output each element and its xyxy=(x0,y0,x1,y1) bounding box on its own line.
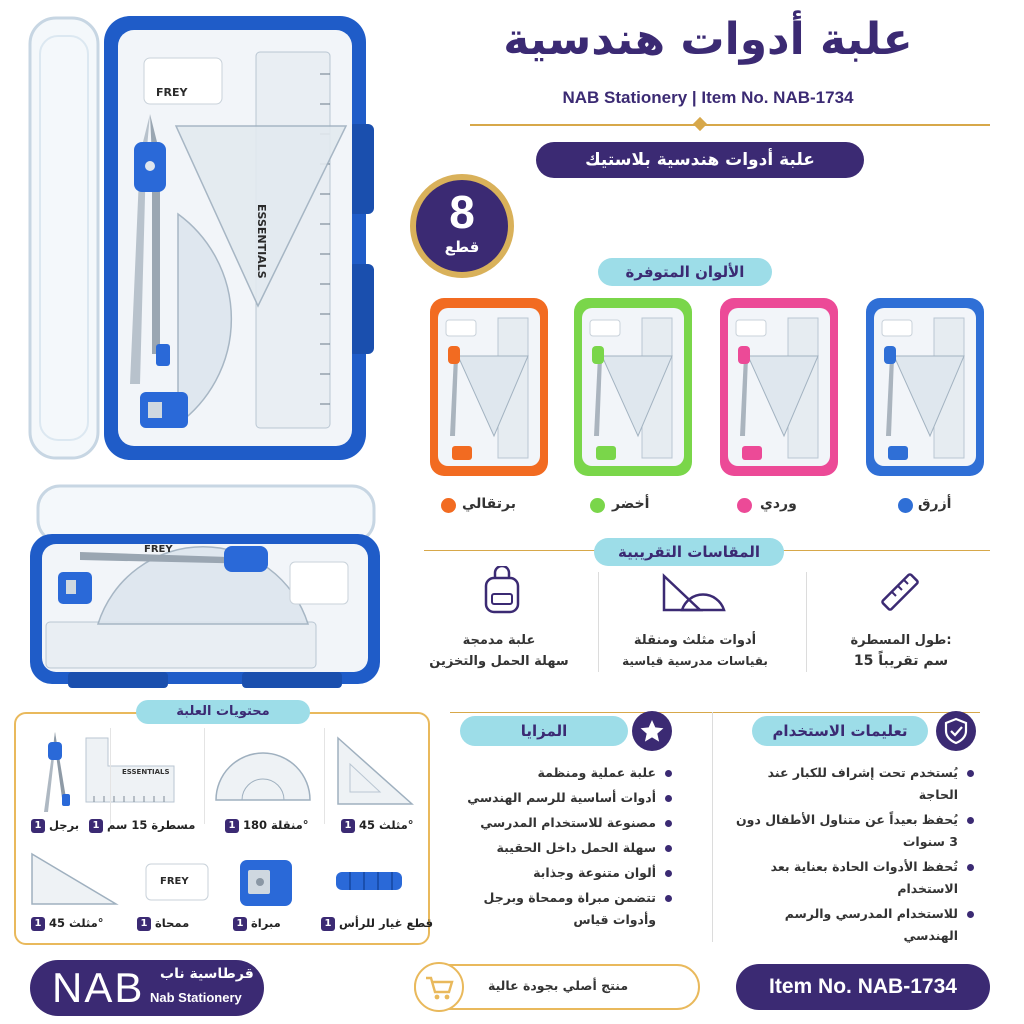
features-divider xyxy=(450,712,980,713)
compass-icon xyxy=(44,732,70,812)
content-item-sharpener: 1 مبراة xyxy=(230,916,281,931)
feature-item: تتضمن مبراة وممحاة وبرجل وأدوات قياس xyxy=(438,887,672,931)
protractor-icon xyxy=(215,752,311,801)
set-square-protractor-icon xyxy=(662,573,726,612)
content-item-eraser: 1 ممحاة xyxy=(134,916,189,931)
eraser-brand-text: FREY xyxy=(160,876,189,887)
logo-arabic-text: قرطاسية ناب xyxy=(160,966,254,982)
shield-check-icon xyxy=(936,711,976,751)
header-divider-diamond xyxy=(692,116,708,132)
instruction-item: للاستخدام المدرسي والرسم الهندسي xyxy=(734,903,974,947)
content-item-set-square: 1 مثلث 45° xyxy=(338,818,413,833)
item-number-badge: Item No. NAB-1734 xyxy=(736,964,990,1010)
instruction-item: يُحفظ بعيداً عن متناول الأطفال دون 3 سنو… xyxy=(734,809,974,853)
feature-item: علبة عملية ومنظمة xyxy=(438,762,672,784)
content-item-compass: 1 برجل xyxy=(28,818,79,833)
product-image-closed-case: FREY xyxy=(28,484,383,694)
ruler-icon xyxy=(881,573,919,611)
variant-label-pink: وردي xyxy=(760,496,797,512)
nab-logo: NAB قرطاسية ناب Nab Stationery xyxy=(30,960,264,1016)
variant-dot-blue xyxy=(898,498,913,513)
contents-separator xyxy=(110,728,111,824)
page-title: علبة أدوات هندسية xyxy=(503,14,913,65)
set-square-icon xyxy=(337,736,414,805)
brand-item-subtitle: NAB Stationery | Item No. NAB-1734 xyxy=(562,88,854,107)
content-item-ruler: 1 مسطرة 15 سم xyxy=(86,818,195,833)
colors-section-title: الألوان المتوفرة xyxy=(598,258,772,286)
instruction-item: يُستخدم تحت إشراف للكبار عند الحاجة xyxy=(734,762,974,806)
dimension-separator xyxy=(806,572,807,672)
cart-icon xyxy=(414,962,464,1012)
dimension-case-text: علبة مدمجة سهلة الحمل والتخزين xyxy=(429,633,569,669)
logo-nab-text: NAB xyxy=(52,964,145,1011)
contents-section-title: محتويات العلبة xyxy=(136,700,310,724)
content-item-protractor: 1 منقلة 180° xyxy=(222,818,309,833)
ruler-brand-text: ESSENTIALS xyxy=(122,768,170,776)
ruler-brand-label: ESSENTIALS xyxy=(255,204,268,279)
dimension-separator xyxy=(598,572,599,672)
header-divider xyxy=(470,124,990,126)
eraser-icon xyxy=(145,863,209,901)
sharpener-icon xyxy=(240,860,292,906)
pieces-number: 8 xyxy=(449,186,475,238)
instructions-section-title: تعليمات الاستخدام xyxy=(752,716,928,746)
eraser-brand-label: FREY xyxy=(156,86,188,99)
logo-english-text: Nab Stationery xyxy=(150,990,242,1005)
variant-orange xyxy=(428,296,550,478)
pieces-badge: 8 قطع xyxy=(410,174,514,278)
compass-brand-label: FREY xyxy=(144,544,173,555)
quality-text: منتج أصلي بجودة عالية xyxy=(488,978,629,993)
backpack-icon xyxy=(484,566,520,614)
features-section-title: المزايا xyxy=(460,716,628,746)
instructions-list: يُستخدم تحت إشراف للكبار عند الحاجة يُحف… xyxy=(734,762,974,950)
features-list: علبة عملية ومنظمة أدوات أساسية للرسم اله… xyxy=(438,762,672,934)
spare-lead-icon xyxy=(336,872,402,890)
ruler-icon xyxy=(85,737,175,803)
content-item-set-square-2: 1 مثلث 45° xyxy=(28,916,103,931)
features-separator xyxy=(712,712,713,942)
product-type-pill: علبة أدوات هندسية بلاستيك xyxy=(536,142,864,178)
dimension-tools-text: أدوات مثلث ومنقلة بقياسات مدرسية قياسية xyxy=(622,633,768,668)
variant-label-green: أخضر xyxy=(612,496,650,512)
variant-dot-orange xyxy=(441,498,456,513)
dimension-ruler-text: طول المسطرة: 15 سم تقريباً xyxy=(850,633,952,669)
contents-panel: ESSENTIALS 1 برجل 1 مسطرة 15 سم 1 منقلة … xyxy=(14,712,433,945)
variant-blue xyxy=(864,296,986,478)
instruction-item: تُحفظ الأدوات الحادة بعناية بعد الاستخدا… xyxy=(734,856,974,900)
feature-item: سهلة الحمل داخل الحقيبة xyxy=(438,837,672,859)
content-item-spare-lead: 1 قطع غيار للرأس xyxy=(318,916,433,931)
pieces-label: قطع xyxy=(444,238,480,256)
feature-item: مصنوعة للاستخدام المدرسي xyxy=(438,812,672,834)
feature-item: أدوات أساسية للرسم الهندسي xyxy=(438,787,672,809)
set-square-icon xyxy=(31,852,119,905)
variant-dot-green xyxy=(590,498,605,513)
variant-dot-pink xyxy=(737,498,752,513)
product-image-open-case: FREY ESSENTIALS xyxy=(28,14,378,464)
dimensions-section-title: المقاسات التقريبية xyxy=(594,538,784,566)
variant-label-blue: أزرق xyxy=(918,496,952,512)
star-icon xyxy=(632,711,672,751)
variant-green xyxy=(572,296,694,478)
variant-pink xyxy=(718,296,840,478)
variant-label-orange: برتقالي xyxy=(462,496,516,512)
feature-item: ألوان متنوعة وجذابة xyxy=(438,862,672,884)
